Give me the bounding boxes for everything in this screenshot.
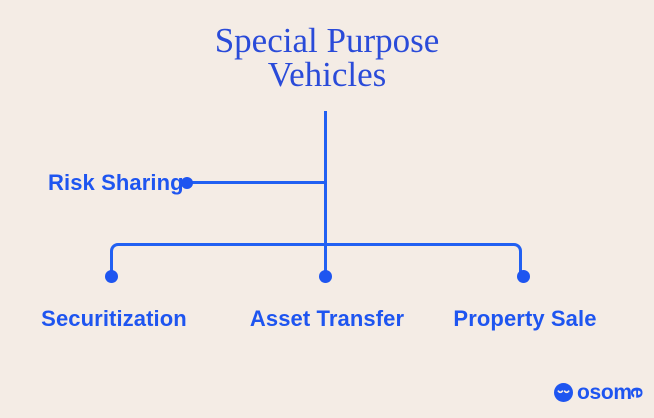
node-asset-transfer: Asset Transfer <box>249 306 405 331</box>
center-branch-drop-line <box>324 245 327 272</box>
asset-transfer-dot <box>319 270 332 283</box>
risk-sharing-dot <box>181 177 193 189</box>
bottom-branch-connector <box>110 243 522 273</box>
node-risk-sharing: Risk Sharing <box>48 170 184 195</box>
page-title: Special Purpose Vehicles <box>0 21 654 94</box>
osome-smiley-icon <box>554 383 573 402</box>
wordmark-prefix: osom <box>577 381 632 404</box>
property-sale-dot <box>517 270 530 283</box>
risk-sharing-connector-line <box>187 181 325 184</box>
wordmark-rotated-e: e <box>626 386 650 399</box>
node-property-sale: Property Sale <box>453 306 597 331</box>
trunk-line <box>324 111 327 246</box>
title-line-2: Vehicles <box>267 55 387 94</box>
node-securitization: Securitization <box>41 306 187 331</box>
securitization-dot <box>105 270 118 283</box>
title-line-1: Special Purpose <box>214 21 440 60</box>
